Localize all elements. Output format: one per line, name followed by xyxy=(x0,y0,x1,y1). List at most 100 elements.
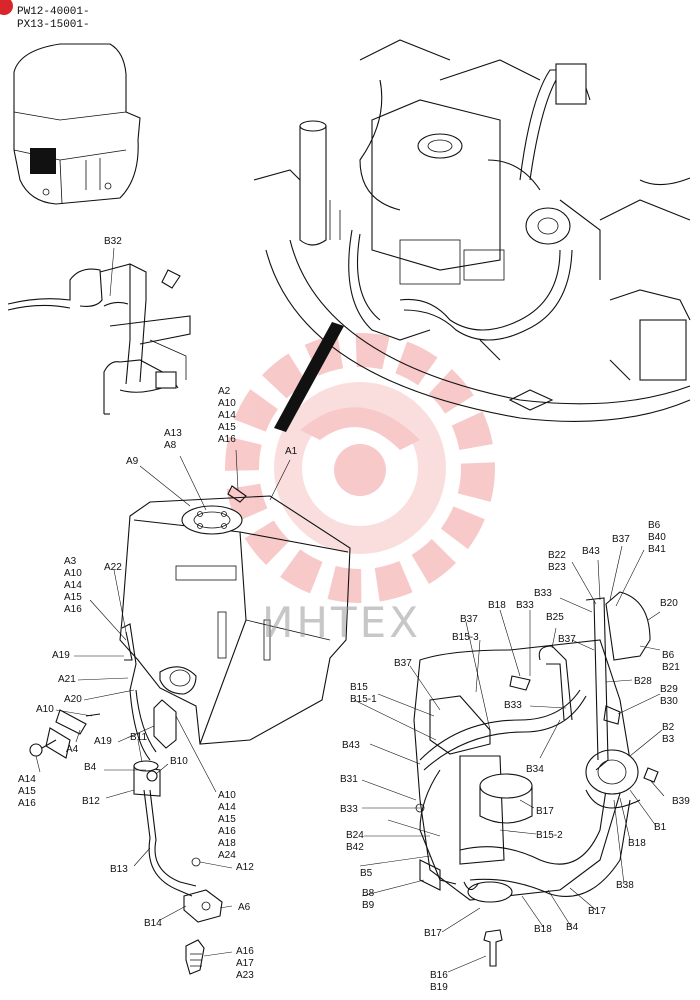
label-b1: B1 xyxy=(654,822,667,833)
label-b43-top: B43 xyxy=(582,546,600,557)
label-b37-top: B37 xyxy=(612,534,630,545)
label-b32: B32 xyxy=(104,236,122,247)
pointer-arrow xyxy=(274,322,344,432)
label-b4-bottom: B4 xyxy=(566,922,579,933)
label-a15-group: A15 xyxy=(218,814,236,825)
label-b16: B16 xyxy=(430,970,448,981)
label-a8: A8 xyxy=(164,440,177,451)
b32-detail xyxy=(7,263,191,415)
label-a15-top: A15 xyxy=(218,422,236,433)
label-a23-bot: A23 xyxy=(236,970,254,981)
watermark-gear-icon xyxy=(225,333,495,603)
label-b20: B20 xyxy=(660,598,678,609)
label-a14-group: A14 xyxy=(218,802,236,813)
label-a16-bot: A16 xyxy=(236,946,254,957)
label-b15: B15 xyxy=(350,682,368,693)
label-b18-right: B18 xyxy=(628,838,646,849)
label-b13: B13 xyxy=(110,864,128,875)
label-a19-left: A19 xyxy=(52,650,70,661)
label-b10: B10 xyxy=(170,756,188,767)
label-a15-mid: A15 xyxy=(64,592,82,603)
label-b6: B6 xyxy=(648,520,661,531)
label-a13: A13 xyxy=(164,428,182,439)
label-b5: B5 xyxy=(360,868,373,879)
label-a22: A22 xyxy=(104,562,122,573)
label-b37-mid: B37 xyxy=(558,634,576,645)
label-a10-group: A10 xyxy=(218,790,236,801)
label-b15-1: B15-1 xyxy=(350,694,377,705)
label-a16-low: A16 xyxy=(18,798,36,809)
label-b37-left: B37 xyxy=(394,658,412,669)
label-a16-mid: A16 xyxy=(64,604,82,615)
leader-lines xyxy=(35,247,665,973)
label-a14-top: A14 xyxy=(218,410,236,421)
label-a2: A2 xyxy=(218,386,231,397)
label-b39: B39 xyxy=(672,796,690,807)
label-a17-bot: A17 xyxy=(236,958,254,969)
label-b3: B3 xyxy=(662,734,675,745)
machine-overview xyxy=(253,39,691,422)
label-a6: A6 xyxy=(238,902,251,913)
label-b40: B40 xyxy=(648,532,666,543)
fuel-tank xyxy=(29,485,351,975)
label-b25: B25 xyxy=(546,612,564,623)
corner-badge-icon xyxy=(0,0,13,15)
label-a1: A1 xyxy=(285,446,298,457)
label-b33-c: B33 xyxy=(504,700,522,711)
serial-range-1: PW12-40001- xyxy=(17,6,90,18)
label-b43-left: B43 xyxy=(342,740,360,751)
label-b23: B23 xyxy=(548,562,566,573)
label-b9: B9 xyxy=(362,900,375,911)
machine-thumbnail xyxy=(13,43,141,205)
label-b22: B22 xyxy=(548,550,566,561)
label-b33-mid: B33 xyxy=(516,600,534,611)
label-b33-left: B33 xyxy=(340,804,358,815)
label-a15-low: A15 xyxy=(18,786,36,797)
label-b34: B34 xyxy=(526,764,544,775)
label-b33-top: B33 xyxy=(534,588,552,599)
label-a14-mid: A14 xyxy=(64,580,82,591)
label-a21: A21 xyxy=(58,674,76,685)
label-b31: B31 xyxy=(340,774,358,785)
label-b15-3: B15-3 xyxy=(452,632,479,643)
label-a14-low: A14 xyxy=(18,774,36,785)
label-b19: B19 xyxy=(430,982,448,993)
right-assembly xyxy=(413,591,659,967)
label-a20: A20 xyxy=(64,694,82,705)
label-b18-top: B18 xyxy=(488,600,506,611)
label-b37-c: B37 xyxy=(460,614,478,625)
label-b42: B42 xyxy=(346,842,364,853)
watermark-text: ИНТЕХ xyxy=(262,598,421,647)
label-a12: A12 xyxy=(236,862,254,873)
label-b21: B21 xyxy=(662,662,680,673)
label-b15-2: B15-2 xyxy=(536,830,563,841)
label-a24-group: A24 xyxy=(218,850,236,861)
label-b41: B41 xyxy=(648,544,666,555)
label-b17-bottom: B17 xyxy=(424,928,442,939)
label-b30: B30 xyxy=(660,696,678,707)
label-a4: A4 xyxy=(66,744,79,755)
label-a18-group: A18 xyxy=(218,838,236,849)
label-b17-right: B17 xyxy=(588,906,606,917)
label-b6-lower: B6 xyxy=(662,650,675,661)
label-a9: A9 xyxy=(126,456,139,467)
label-b2: B2 xyxy=(662,722,675,733)
label-a16-top: A16 xyxy=(218,434,236,445)
label-b8: B8 xyxy=(362,888,375,899)
label-a16-group: A16 xyxy=(218,826,236,837)
label-a19-bottom: A19 xyxy=(94,736,112,747)
label-a10-top: A10 xyxy=(218,398,236,409)
serial-range-2: PX13-15001- xyxy=(17,19,90,31)
label-b4-left: B4 xyxy=(84,762,97,773)
label-b12: B12 xyxy=(82,796,100,807)
label-a10: A10 xyxy=(36,704,54,715)
label-b29: B29 xyxy=(660,684,678,695)
label-b24: B24 xyxy=(346,830,364,841)
label-b18-bottom: B18 xyxy=(534,924,552,935)
label-b17-center: B17 xyxy=(536,806,554,817)
label-a10-mid: A10 xyxy=(64,568,82,579)
label-b11: B11 xyxy=(130,732,148,743)
label-b28: B28 xyxy=(634,676,652,687)
